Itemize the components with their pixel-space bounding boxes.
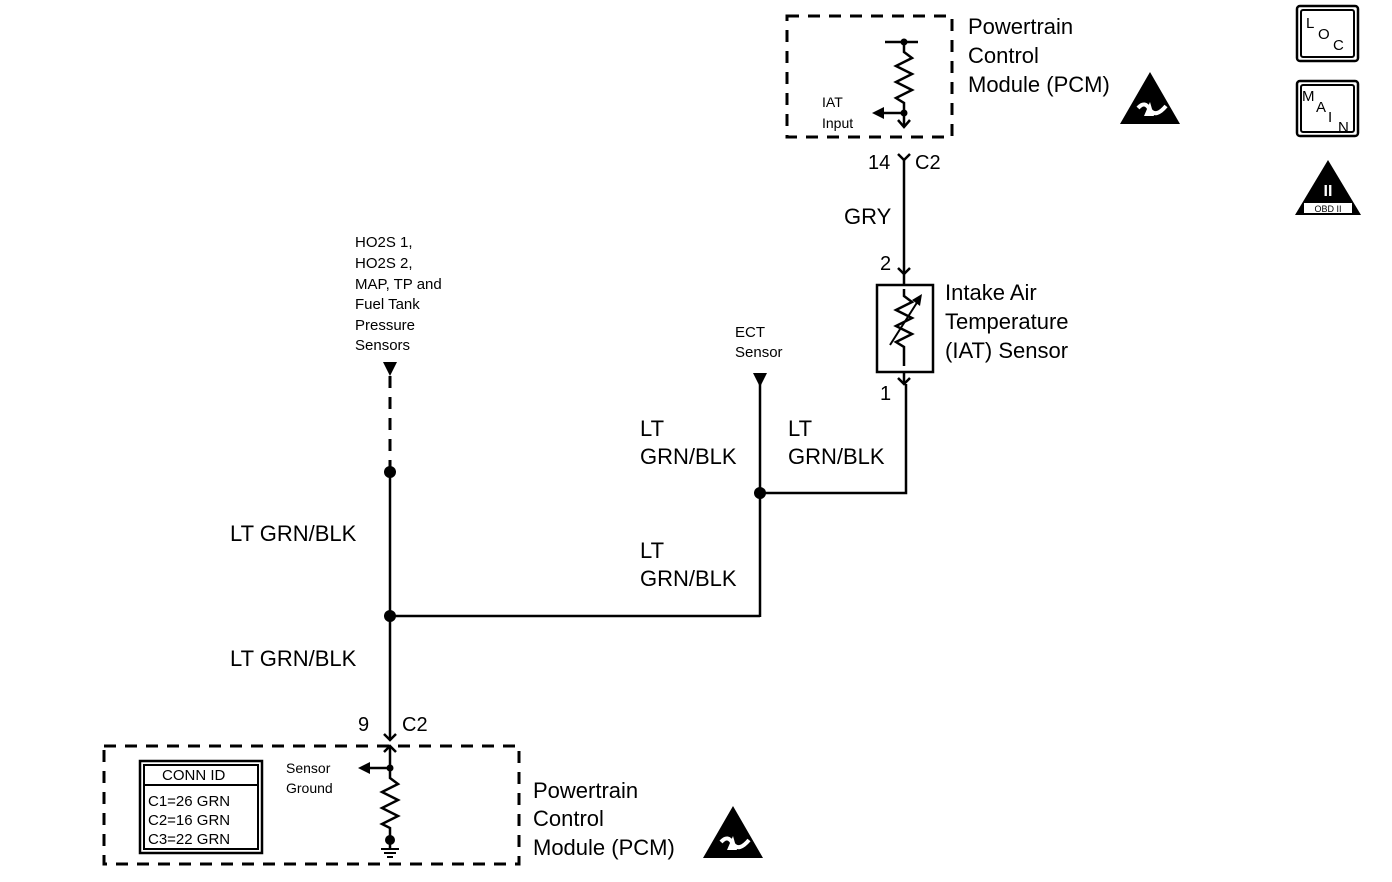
svg-text:L: L <box>1306 15 1314 32</box>
svg-text:OBD II: OBD II <box>1314 204 1341 214</box>
conn-id-header: CONN ID <box>162 767 226 784</box>
svg-text:M: M <box>1302 88 1315 105</box>
thermistor-icon <box>893 289 915 366</box>
conn-id-row: C1=26 GRN <box>148 793 230 810</box>
connector-pin-14: 14 <box>868 152 890 174</box>
ect-branch: ECT Sensor LT GRN/BLK LT GRN/BLK <box>640 324 783 617</box>
ground-icon <box>381 848 399 858</box>
svg-text:II: II <box>1324 183 1333 200</box>
ho2s-branch: HO2S 1, HO2S 2, MAP, TP and Fuel Tank Pr… <box>230 234 446 740</box>
svg-text:A: A <box>1316 99 1326 116</box>
obd-ii-icon[interactable]: II OBD II <box>1295 160 1361 215</box>
svg-text:O: O <box>1318 26 1330 43</box>
iat-sensor-title: Intake Air Temperature (IAT) Sensor <box>945 280 1075 363</box>
connector-id-c2-bottom: C2 <box>402 714 428 736</box>
main-icon[interactable]: M A I N <box>1295 79 1360 138</box>
pcm-top: IAT Input Powertrain Control Module (PCM… <box>785 14 1182 139</box>
pcm-bottom: Sensor Ground CONN ID C1=26 GRN C2=16 GR… <box>102 744 765 866</box>
sensor-ground-arrow-icon <box>358 762 370 774</box>
iat-pin-2: 2 <box>880 253 891 275</box>
pcm-top-title: Powertrain Control Module (PCM) <box>968 14 1110 97</box>
lt-grn-blk-wire-iat <box>760 384 908 495</box>
wire-label-iat-low: LT GRN/BLK <box>788 416 885 469</box>
iat-pin-1: 1 <box>880 383 891 405</box>
pcm-bottom-title: Powertrain Control Module (PCM) <box>533 778 675 860</box>
wire-label-main-lower: LT GRN/BLK <box>230 646 357 671</box>
ect-arrow-icon <box>753 373 767 387</box>
conn-id-table: CONN ID C1=26 GRN C2=16 GRN C3=22 GRN <box>138 759 264 855</box>
ho2s-sensors-label: HO2S 1, HO2S 2, MAP, TP and Fuel Tank Pr… <box>355 234 446 354</box>
iat-sensor: 2 1 Intake Air Temperature (IAT) Sensor <box>875 253 1075 405</box>
pcm-top-pin-label: IAT Input <box>822 94 853 131</box>
conn-id-row: C3=22 GRN <box>148 831 230 848</box>
pcm-bottom-boundary <box>102 744 521 866</box>
pcm-bottom-resistor <box>379 768 401 838</box>
svg-text:I: I <box>1328 109 1332 126</box>
wire-label-ect-lower: LT GRN/BLK <box>640 538 737 591</box>
pcm-top-boundary <box>785 14 954 139</box>
connector-14-c2: 14 C2 <box>868 152 941 174</box>
splice-main <box>384 610 396 622</box>
wire-label-main-upper: LT GRN/BLK <box>230 521 357 546</box>
gry-wire-label: GRY <box>844 204 892 229</box>
splice-ect <box>754 487 766 499</box>
svg-text:N: N <box>1338 119 1349 136</box>
esd-warning-icon <box>701 804 765 860</box>
connector-9-c2: 9 C2 <box>358 714 428 742</box>
pcm-top-pullup-resistor <box>893 42 915 126</box>
wire-label-ect: LT GRN/BLK <box>640 416 737 469</box>
connector-pin-9: 9 <box>358 714 369 736</box>
ect-sensor-label: ECT Sensor <box>735 324 783 361</box>
conn-id-row: C2=16 GRN <box>148 812 230 829</box>
signal-arrow-icon <box>872 107 884 119</box>
ho2s-arrow-icon <box>383 362 397 376</box>
pcm-bottom-pin-label: Sensor Ground <box>286 760 334 796</box>
esd-warning-icon <box>1118 70 1182 126</box>
loc-icon[interactable]: L O C <box>1295 4 1360 63</box>
svg-text:C: C <box>1333 37 1344 54</box>
connector-id-c2-top: C2 <box>915 152 941 174</box>
